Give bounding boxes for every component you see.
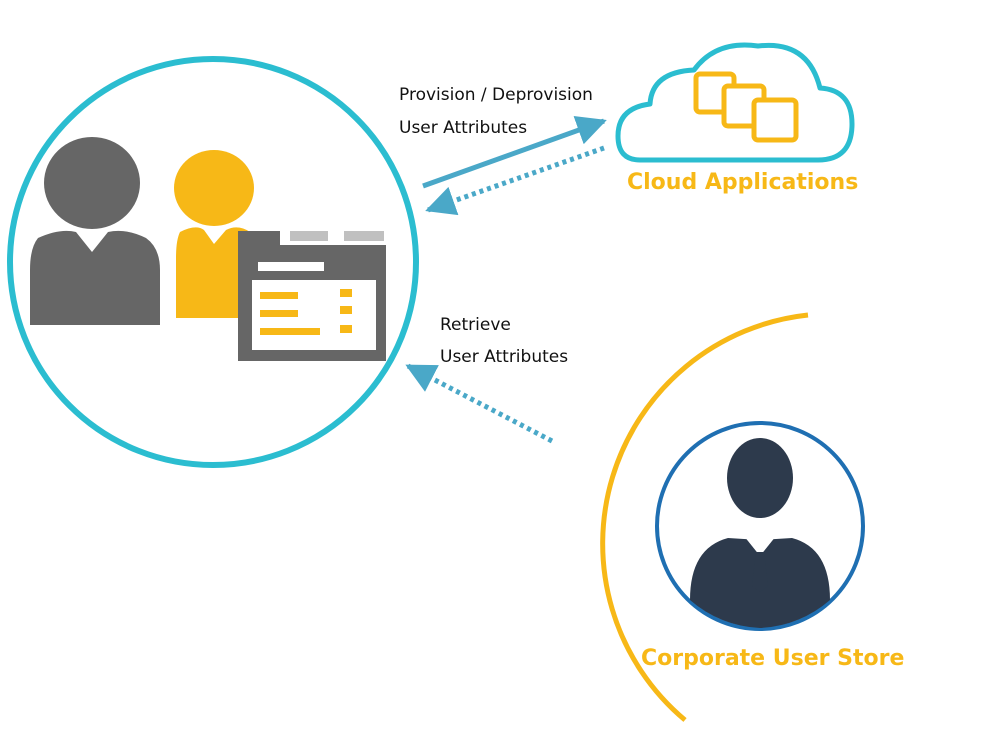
return-dotted-arrow xyxy=(425,145,605,216)
orange-person-icon xyxy=(174,150,254,318)
business-person-icon xyxy=(655,421,865,631)
provision-label-line1: Provision / Deprovision xyxy=(399,85,593,105)
cloud-apps-icon xyxy=(615,42,855,163)
provision-arrow xyxy=(422,116,607,189)
retrieve-dotted-arrow xyxy=(405,363,554,444)
gray-person-icon xyxy=(30,137,160,325)
retrieve-label-line2: User Attributes xyxy=(440,347,569,367)
main-node-ring xyxy=(7,56,419,468)
store-orange-arc xyxy=(600,312,809,722)
cloud-applications-title: Cloud Applications xyxy=(627,170,859,195)
directory-window-icon xyxy=(238,231,386,361)
corporate-user-store-title: Corporate User Store xyxy=(641,646,905,671)
provision-label-line2: User Attributes xyxy=(399,118,528,138)
users-and-directory-icon xyxy=(7,56,419,468)
cloud-outline xyxy=(615,42,855,163)
retrieve-label-line1: Retrieve xyxy=(440,315,511,335)
